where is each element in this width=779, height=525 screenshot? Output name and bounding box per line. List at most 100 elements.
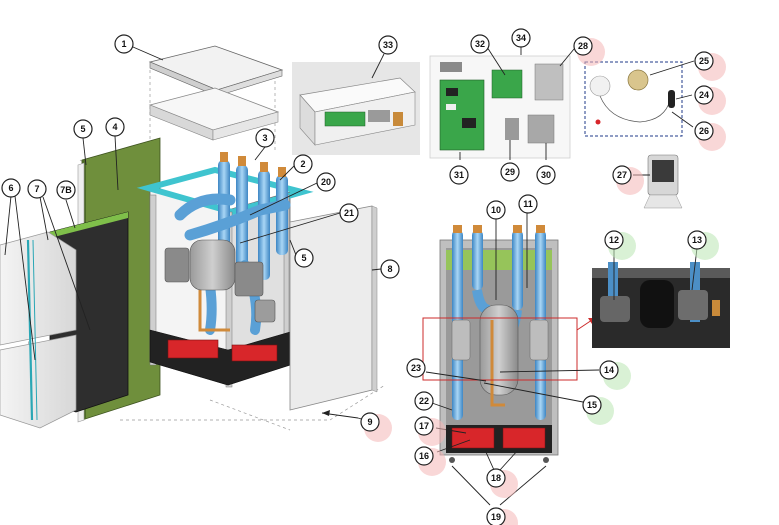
callout-number: 4	[112, 122, 117, 132]
callout-ring	[414, 416, 434, 436]
callout-number: 21	[344, 208, 354, 218]
callout-ring	[105, 117, 125, 137]
callout-number: 17	[419, 421, 429, 431]
callout-ring	[414, 446, 434, 466]
callout-ring	[599, 360, 619, 380]
callout-number: 20	[321, 177, 331, 187]
callout-ring	[414, 391, 434, 411]
callout-number: 7	[34, 184, 39, 194]
pump-units	[164, 239, 276, 323]
callout-number: 26	[699, 126, 709, 136]
callout-ring	[114, 34, 134, 54]
callout-ring	[687, 230, 707, 250]
callout-13: 13	[687, 230, 719, 260]
callout-ring	[486, 507, 506, 525]
leader-lines	[4, 43, 698, 506]
callout-2: 2	[293, 154, 313, 174]
callout-ring	[339, 203, 359, 223]
callout-3: 3	[255, 128, 275, 148]
front-view-unit	[422, 225, 596, 463]
callout-19: 19	[486, 507, 518, 525]
callout-number: 30	[541, 170, 551, 180]
callout-ring	[380, 259, 400, 279]
callout-ring	[486, 468, 506, 488]
top-lid-panel	[148, 45, 284, 91]
callout-1: 1	[114, 34, 134, 54]
callout-ring	[536, 165, 556, 185]
callout-26: 26	[694, 121, 726, 151]
callout-5b: 5	[294, 248, 314, 268]
callout-25: 25	[694, 51, 726, 81]
callout-number: 9	[367, 417, 372, 427]
callout-ring	[500, 162, 520, 182]
callout-21: 21	[339, 203, 359, 223]
callout-number: 15	[587, 400, 597, 410]
right-side-panel	[289, 205, 373, 411]
callout-number: 16	[419, 451, 429, 461]
callout-number: 32	[475, 39, 485, 49]
callout-24: 24	[694, 85, 726, 115]
callout-ring	[694, 85, 714, 105]
callout-number: 11	[523, 199, 533, 209]
callout-11: 11	[518, 194, 538, 214]
callout-ring	[694, 51, 714, 71]
exploded-cabinet	[0, 45, 386, 431]
callout-ring	[316, 172, 336, 192]
callout-number: 27	[617, 170, 627, 180]
callout-ring	[604, 230, 624, 250]
callout-4: 4	[105, 117, 125, 137]
callout-ring	[73, 119, 93, 139]
thermostat-device	[643, 154, 683, 209]
callout-29: 29	[500, 162, 520, 182]
callout-ring	[582, 395, 602, 415]
callout-ring	[511, 28, 531, 48]
callout-ring	[293, 154, 313, 174]
callout-number: 25	[699, 56, 709, 66]
callout-ring	[518, 194, 538, 214]
callout-34: 34	[511, 28, 531, 48]
callout-number: 14	[604, 365, 614, 375]
callout-ring	[56, 180, 76, 200]
callout-number: 1	[121, 39, 126, 49]
callout-16: 16	[414, 446, 446, 476]
callout-number: 22	[419, 396, 429, 406]
callout-33: 33	[378, 35, 398, 55]
callout-number: 19	[491, 512, 501, 522]
control-board-view	[429, 55, 571, 159]
callout-30: 30	[536, 165, 556, 185]
callout-27: 27	[612, 165, 644, 195]
callout-ring	[470, 34, 490, 54]
callout-number: 10	[491, 205, 501, 215]
callout-ring	[406, 358, 426, 378]
callout-31: 31	[449, 165, 469, 185]
callout-9: 9	[360, 412, 392, 442]
callout-22: 22	[414, 391, 434, 411]
callout-ring	[360, 412, 380, 432]
callout-5a: 5	[73, 119, 93, 139]
callout-32: 32	[470, 34, 490, 54]
callout-number: 12	[609, 235, 619, 245]
callout-ring	[255, 128, 275, 148]
callout-ring	[294, 248, 314, 268]
callout-number: 8	[387, 264, 392, 274]
callout-number: 33	[383, 40, 393, 50]
callout-number: 34	[516, 33, 526, 43]
callout-7b: 7B	[56, 180, 76, 200]
callout-8: 8	[380, 259, 400, 279]
callout-6: 6	[1, 178, 21, 198]
callout-10: 10	[486, 200, 506, 220]
callout-18: 18	[486, 468, 518, 498]
callout-12: 12	[604, 230, 636, 260]
callout-23: 23	[406, 358, 426, 378]
sensor-kit-view	[584, 61, 683, 137]
callout-ring	[1, 178, 21, 198]
callout-number: 7B	[60, 185, 72, 195]
callout-number: 24	[699, 90, 709, 100]
callout-number: 13	[692, 235, 702, 245]
callout-ring	[612, 165, 632, 185]
front-lower-panel	[0, 334, 77, 429]
callout-14: 14	[599, 360, 631, 390]
callout-number: 6	[8, 183, 13, 193]
